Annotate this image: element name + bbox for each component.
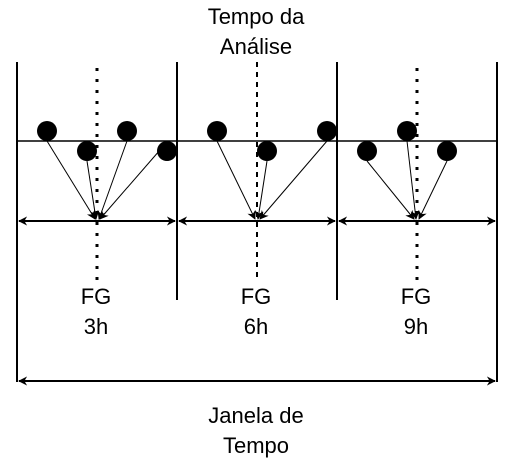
obs-arrow	[254, 160, 268, 220]
analysis-time-label-line2: Análise	[220, 34, 292, 59]
observation-dot	[317, 121, 337, 141]
obs-arrow	[259, 140, 328, 220]
observation-dot	[117, 121, 137, 141]
obs-arrow	[97, 140, 128, 220]
time-window-label-line1: Janela de	[208, 403, 303, 428]
obs-arrow	[46, 140, 96, 220]
forecast-label-2-line1: FG	[241, 284, 272, 309]
obs-arrow	[99, 149, 161, 220]
analysis-time-label-line1: Tempo da	[208, 4, 305, 29]
observation-dot	[437, 141, 457, 161]
observation-dot	[77, 141, 97, 161]
forecast-label-1-line1: FG	[81, 284, 112, 309]
forecast-label-3-line1: FG	[401, 284, 432, 309]
observation-dot	[37, 121, 57, 141]
obs-arrow	[418, 160, 448, 220]
forecast-label-1-line2: 3h	[84, 314, 108, 339]
obs-arrow	[86, 160, 100, 220]
observation-dot	[357, 141, 377, 161]
observation-dot	[397, 121, 417, 141]
observation-dot	[257, 141, 277, 161]
obs-arrow	[216, 140, 256, 220]
time-window-label-line2: Tempo	[223, 433, 289, 458]
forecast-label-2-line2: 6h	[244, 314, 268, 339]
obs-arrow	[366, 160, 415, 220]
observation-dot	[157, 141, 177, 161]
observation-dot	[207, 121, 227, 141]
obs-arrow	[406, 140, 420, 220]
forecast-label-3-line2: 9h	[404, 314, 428, 339]
